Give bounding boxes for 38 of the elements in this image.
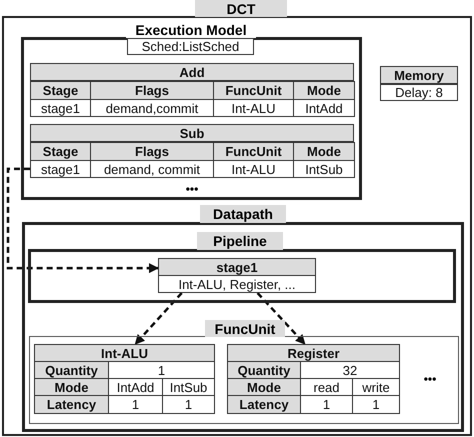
header-cell: Flags [90, 81, 214, 100]
header-cell: Mode [293, 142, 355, 161]
panel-heading: Pipeline [197, 232, 283, 250]
header-cell: Memory [380, 66, 458, 84]
header-cell: Mode [34, 378, 109, 396]
header-cell: Stage [30, 142, 91, 161]
header-cell: Stage [30, 81, 91, 100]
header-cell: Quantity [34, 361, 109, 379]
panel-heading: DCT [195, 0, 287, 17]
table-cell: IntSub [293, 160, 355, 178]
table-cell: Int-ALU, Register, ... [158, 275, 316, 293]
header-cell: Add [30, 63, 354, 81]
table-cell: stage1 [30, 99, 91, 117]
ellipsis-mark: ••• [422, 371, 438, 387]
header-cell: Flags [90, 142, 214, 161]
table-cell: stage1 [30, 160, 91, 178]
dashed-arrow [134, 292, 183, 345]
panel-heading: FuncUnit [205, 320, 285, 337]
table-cell: 1 [162, 395, 215, 414]
dashed-arrow [256, 292, 306, 345]
ellipsis-mark: ••• [184, 181, 200, 197]
header-cell: FuncUnit [213, 142, 294, 161]
panel-heading: Datapath [200, 205, 286, 223]
header-cell: Sub [30, 124, 354, 142]
header-cell: Latency [227, 395, 301, 414]
header-cell: Quantity [227, 361, 301, 379]
dashed-arrow [6, 168, 159, 274]
header-cell: Mode [293, 81, 355, 100]
table-cell: IntAdd [293, 99, 355, 117]
header-cell: Mode [227, 378, 301, 396]
header-cell: Register [227, 344, 400, 362]
header-cell: FuncUnit [213, 81, 294, 100]
header-cell: stage1 [158, 258, 316, 276]
table-cell: 1 [352, 395, 400, 414]
header-cell: Latency [34, 395, 109, 414]
header-cell: Int-ALU [34, 344, 215, 362]
table-cell: Sched:ListSched [127, 38, 254, 55]
table-cell: Delay: 8 [380, 84, 458, 101]
